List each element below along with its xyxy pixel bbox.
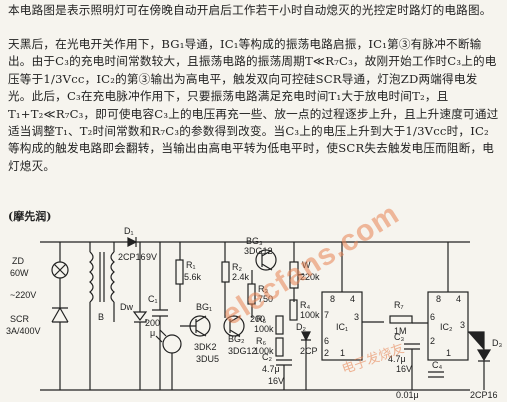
label-ic2-pin6: 6 [430,312,435,322]
transistor-bg1 [180,315,211,337]
label-w: W [302,260,311,270]
label-bg2: BG₂ [228,334,245,344]
capacitor-c2 [276,359,292,390]
resistor-r4 [289,299,298,321]
transistor-bg2 [223,315,245,337]
transistor-bg3 [255,249,277,271]
label-c3-val: 4.7μ [388,354,406,364]
zener-dw [132,242,148,390]
label-c1-unit: μ [150,328,155,338]
capacitor-c3 [404,343,420,390]
author-credit: (摩先润) [8,210,52,223]
label-b: B [98,312,104,322]
label-ic1-pin8: 8 [330,294,335,304]
label-zd: ZD [12,256,24,266]
label-c4-val: 0.01μ [396,390,419,400]
ic2-chip [412,242,469,361]
label-bg3-type: 3DG12 [244,246,273,256]
phototransistor [155,329,182,390]
diode-d1 [127,237,138,247]
label-ic1-pin2: 2 [324,348,329,358]
label-r2: R₂ [232,262,242,272]
ic1-chip [321,242,384,361]
label-scr-rating: 3A/400V [6,326,41,336]
resistor-r7 [389,315,413,324]
label-r1: R₁ [186,260,196,270]
label-c3: C₃ [394,332,404,342]
label-r3-val: 750 [258,294,273,304]
paragraph-operation: 天黑后，在光电开关作用下，BG₁导通，IC₁等构成的振荡电路启振，IC₁第③有脉… [8,37,499,173]
label-bg2-type: 3DG12 [228,346,257,356]
label-9v: 9V [146,252,157,262]
lamp-zd [51,242,69,308]
label-r7-val: 1M [394,326,407,336]
label-d1: D₁ [124,226,134,236]
label-ic2: IC₂ [440,322,453,332]
resistor-r1 [175,259,184,285]
label-ic2-pin4: 4 [456,294,461,304]
label-d2: D₂ [296,322,306,332]
label-w-val: 220k [300,272,320,282]
resistor-r5 [275,315,284,335]
label-zd-power: 60W [10,268,29,278]
label-scr: SCR [10,314,30,324]
label-r4-val: 100k [300,310,320,320]
paragraph-intro: 本电路图是表示照明灯可在傍晚自动开启后工作若干小时自动熄灭的光控定时路灯的电路图… [8,3,492,17]
resistor-r6 [275,337,284,357]
label-ic2-pin3: 3 [460,320,465,330]
label-c4: C₄ [432,360,442,370]
label-ic1: IC₁ [336,322,348,332]
diode-d3 [468,331,492,390]
label-c2-val: 4.7μ [262,364,280,374]
resistor-r2 [221,261,230,283]
label-c3-v: 16V [396,364,412,374]
scr-symbol [51,307,69,390]
label-bg1-type: 3DK2 [194,342,217,352]
capacitor-c1 [152,242,168,390]
label-bg-u: 3DU5 [196,354,219,364]
label-r5-val: 100k [254,324,274,334]
diode-d2 [301,331,311,390]
label-ic1-pin1: 1 [340,348,345,358]
label-r6: R₆ [256,336,266,346]
label-ic1-pin6: 6 [324,336,329,346]
label-r6-val: 100k [254,346,274,356]
label-d3-type: 2CP16 [470,390,498,400]
label-c1: C₁ [148,294,158,304]
label-ic2-pin2: 2 [430,336,435,346]
transformer-b [89,242,115,390]
capacitor-c4 [428,371,444,378]
label-r3: R₃ [258,284,268,294]
label-c2-v: 16V [268,376,284,386]
label-ic1-pin7: 7 [324,310,329,320]
label-dw: Dw [120,302,133,312]
label-c1-val: 200 [145,318,160,328]
label-mains: ~220V [10,290,36,300]
label-d3: D₃ [492,338,502,348]
label-r200: 200 [250,314,265,324]
label-c2: C₂ [262,352,272,362]
label-ic2-pin1: 1 [446,348,451,358]
label-bg1: BG₁ [196,302,212,312]
circuit-schematic: ZD 60W ~220V SCR 3A/400V B D₁ 2CP16 9V D… [6,226,502,400]
label-r1-val: 5.6k [184,272,202,282]
label-ic2-pin8: 8 [436,294,441,304]
label-bg3: BG₃ [246,236,263,246]
label-r7: R₇ [394,300,404,310]
label-r5: R₅ [256,314,266,324]
label-d1-type: 2CP16 [118,252,146,262]
label-ic1-pin4: 4 [350,294,355,304]
label-d2-type: 2CP [300,346,318,356]
label-r4: R₄ [300,300,310,310]
label-ic1-pin3: 3 [354,312,359,322]
label-r2-val: 2.4k [232,272,250,282]
